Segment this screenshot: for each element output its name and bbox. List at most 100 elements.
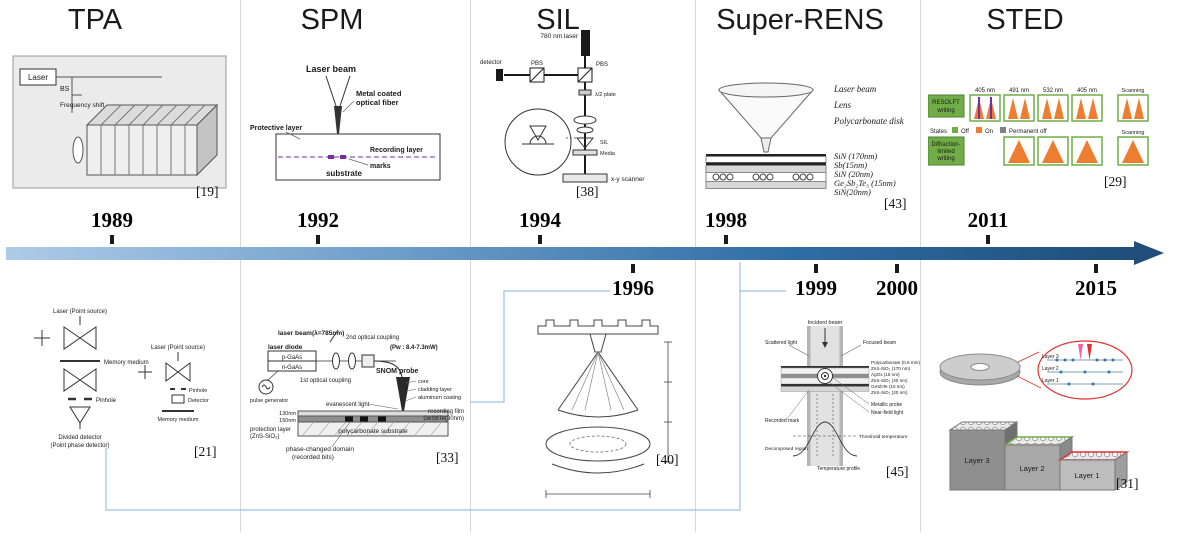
recording-film-label-2: GeSbTe(30nm) <box>423 416 464 422</box>
pointer-line <box>832 377 870 405</box>
year-1996: 1996 <box>612 276 654 300</box>
zoom-inset: Layer 3 Layer 2 Layer 1 <box>1037 340 1133 400</box>
cladding-label: cladding layer <box>418 387 452 393</box>
stack-4: GeSbTe (15 nm) <box>871 384 905 389</box>
tick-1989 <box>110 235 114 244</box>
dim-130nm: 130nm <box>279 411 296 417</box>
year-1992: 1992 <box>297 208 339 232</box>
lens-group <box>573 115 597 134</box>
tick-2000 <box>895 264 899 273</box>
media-label: Media <box>600 151 616 157</box>
layer-steps: Layer 3 Layer 2 Layer 1 <box>948 421 1130 491</box>
lens-icon <box>72 136 84 164</box>
threshold-label: Threshold temperature <box>859 434 908 440</box>
figure-tpa-bottom: Laser (Point source) Memory medium Pinho… <box>28 305 233 465</box>
citation-29: [29] <box>1104 174 1127 189</box>
resolft-label-1: RESOLFT <box>932 100 960 106</box>
power-label: (Pw : 8.4-7.3mW) <box>390 345 438 351</box>
n-gaas-label: n-GaAs <box>282 365 302 371</box>
core-label: core <box>418 379 429 385</box>
beam-red <box>1087 344 1092 360</box>
header-sil: SIL <box>536 4 580 36</box>
stack-3: ZnS-SiO₂ (40 nm) <box>871 378 908 383</box>
permanent-off-label: Permanent off <box>1009 129 1047 135</box>
evanescent-label: evanescent light <box>326 402 370 408</box>
memory-left-label: Memory medium <box>104 360 149 366</box>
figure-spm-bottom: laser beam(λ=785nm) 2nd optical coupling… <box>250 325 465 473</box>
laser-beam-label: Laser beam <box>306 64 356 74</box>
dimension-lines <box>545 341 672 498</box>
citation-31: [31] <box>1116 476 1139 491</box>
comb-bar <box>537 319 659 335</box>
header-tpa: TPA <box>67 4 123 36</box>
wavelength-491: 491 nm <box>1009 88 1029 94</box>
marks-dashes <box>328 155 346 159</box>
layer-2: SiN (20nm) <box>834 169 873 179</box>
beam-path <box>56 76 162 113</box>
laser-right-label: Laser (Point source) <box>151 345 205 351</box>
pointer-line <box>367 403 399 410</box>
year-1999: 1999 <box>795 276 837 300</box>
pbs-right-label: PBS <box>596 62 608 68</box>
layer-0: SiN (170nm) <box>834 151 877 161</box>
inset-layer-3: Layer 3 <box>1042 354 1059 360</box>
media-layer <box>572 149 598 156</box>
pointer-line <box>342 100 355 113</box>
diffraction-box <box>927 136 965 166</box>
laser-diode-label: laser diode <box>268 344 303 351</box>
protection-label-1: protection layer <box>250 427 291 433</box>
off-swatch <box>952 127 958 133</box>
diffraction-label-3: writing <box>936 156 954 162</box>
tick-1994 <box>538 235 542 244</box>
column-divider <box>470 0 471 532</box>
snom-probe-tip <box>396 377 410 411</box>
marks-label: marks <box>370 163 391 170</box>
scanner-label: x-y scanner <box>611 176 645 183</box>
protection-label-2: (ZnS-SiO₂) <box>250 434 279 440</box>
snom-probe-label: SNOM probe <box>376 368 418 375</box>
protective-layer-label: Protective layer <box>250 125 302 132</box>
diffraction-label-1: Diffraction- <box>932 142 961 148</box>
stack-1: ZnS-SiO₂ (170 nm) <box>871 366 911 371</box>
near-field-label: Near-field light <box>871 410 904 416</box>
focused-beam-label: Focused beam <box>863 340 896 346</box>
resolft-panels <box>969 94 1149 122</box>
fiber-tip <box>334 106 342 134</box>
detector-box <box>496 69 503 81</box>
wave-plate-label: λ/2 plate <box>595 92 616 98</box>
resolft-box <box>927 94 965 118</box>
lens-bowtie-1 <box>63 326 97 350</box>
domain-label-1: phase-changed domain <box>286 446 354 453</box>
scanning-bottom-label: Scanning <box>1122 130 1145 136</box>
figure-sted-bottom: Layer 3 Layer 2 Layer 1 Layer 3 Layer 2 <box>935 330 1173 505</box>
pointer-line <box>285 131 301 140</box>
substrate-label: substrate <box>326 169 363 178</box>
lens-cone <box>717 82 815 153</box>
layer-1: Sb(15nm) <box>834 160 867 170</box>
on-swatch <box>976 127 982 133</box>
figure-tpa-top: Laser BS Frequency shift <box>12 55 227 193</box>
incident-beam-label: Incident beam <box>808 320 843 326</box>
header-super-rens: Super-RENS <box>716 4 884 36</box>
disk-label: Polycarbonate disk <box>833 116 905 126</box>
scattered-light-label: Scattered light <box>765 340 798 346</box>
wave-plate <box>578 89 592 96</box>
metallic-probe-label: Metallic probe <box>871 402 902 408</box>
laser-left-label: Laser (Point source) <box>53 309 107 315</box>
layer-3: Ge₂Sb₂Te₅ (15nm) <box>834 178 896 188</box>
probe-rings <box>817 368 833 384</box>
disk-stack <box>705 154 827 189</box>
fiber-label-2: optical fiber <box>356 98 399 107</box>
recorded-mark-label: Recorded mark <box>765 418 800 424</box>
substrate-label: polycarbonate substrate <box>338 428 408 435</box>
fiber-label-1: Metal coated <box>356 89 402 98</box>
cross-arrows-1 <box>34 330 50 346</box>
citation-33: [33] <box>436 450 459 465</box>
recording-layer-label: Recording layer <box>370 147 423 154</box>
memory-right-label: Memory medium <box>158 417 199 423</box>
wavelength-532: 532 nm <box>1043 88 1063 94</box>
year-1998: 1998 <box>705 208 747 232</box>
resolft-label-2: writing <box>936 108 954 114</box>
coupling-lenses <box>332 352 375 370</box>
